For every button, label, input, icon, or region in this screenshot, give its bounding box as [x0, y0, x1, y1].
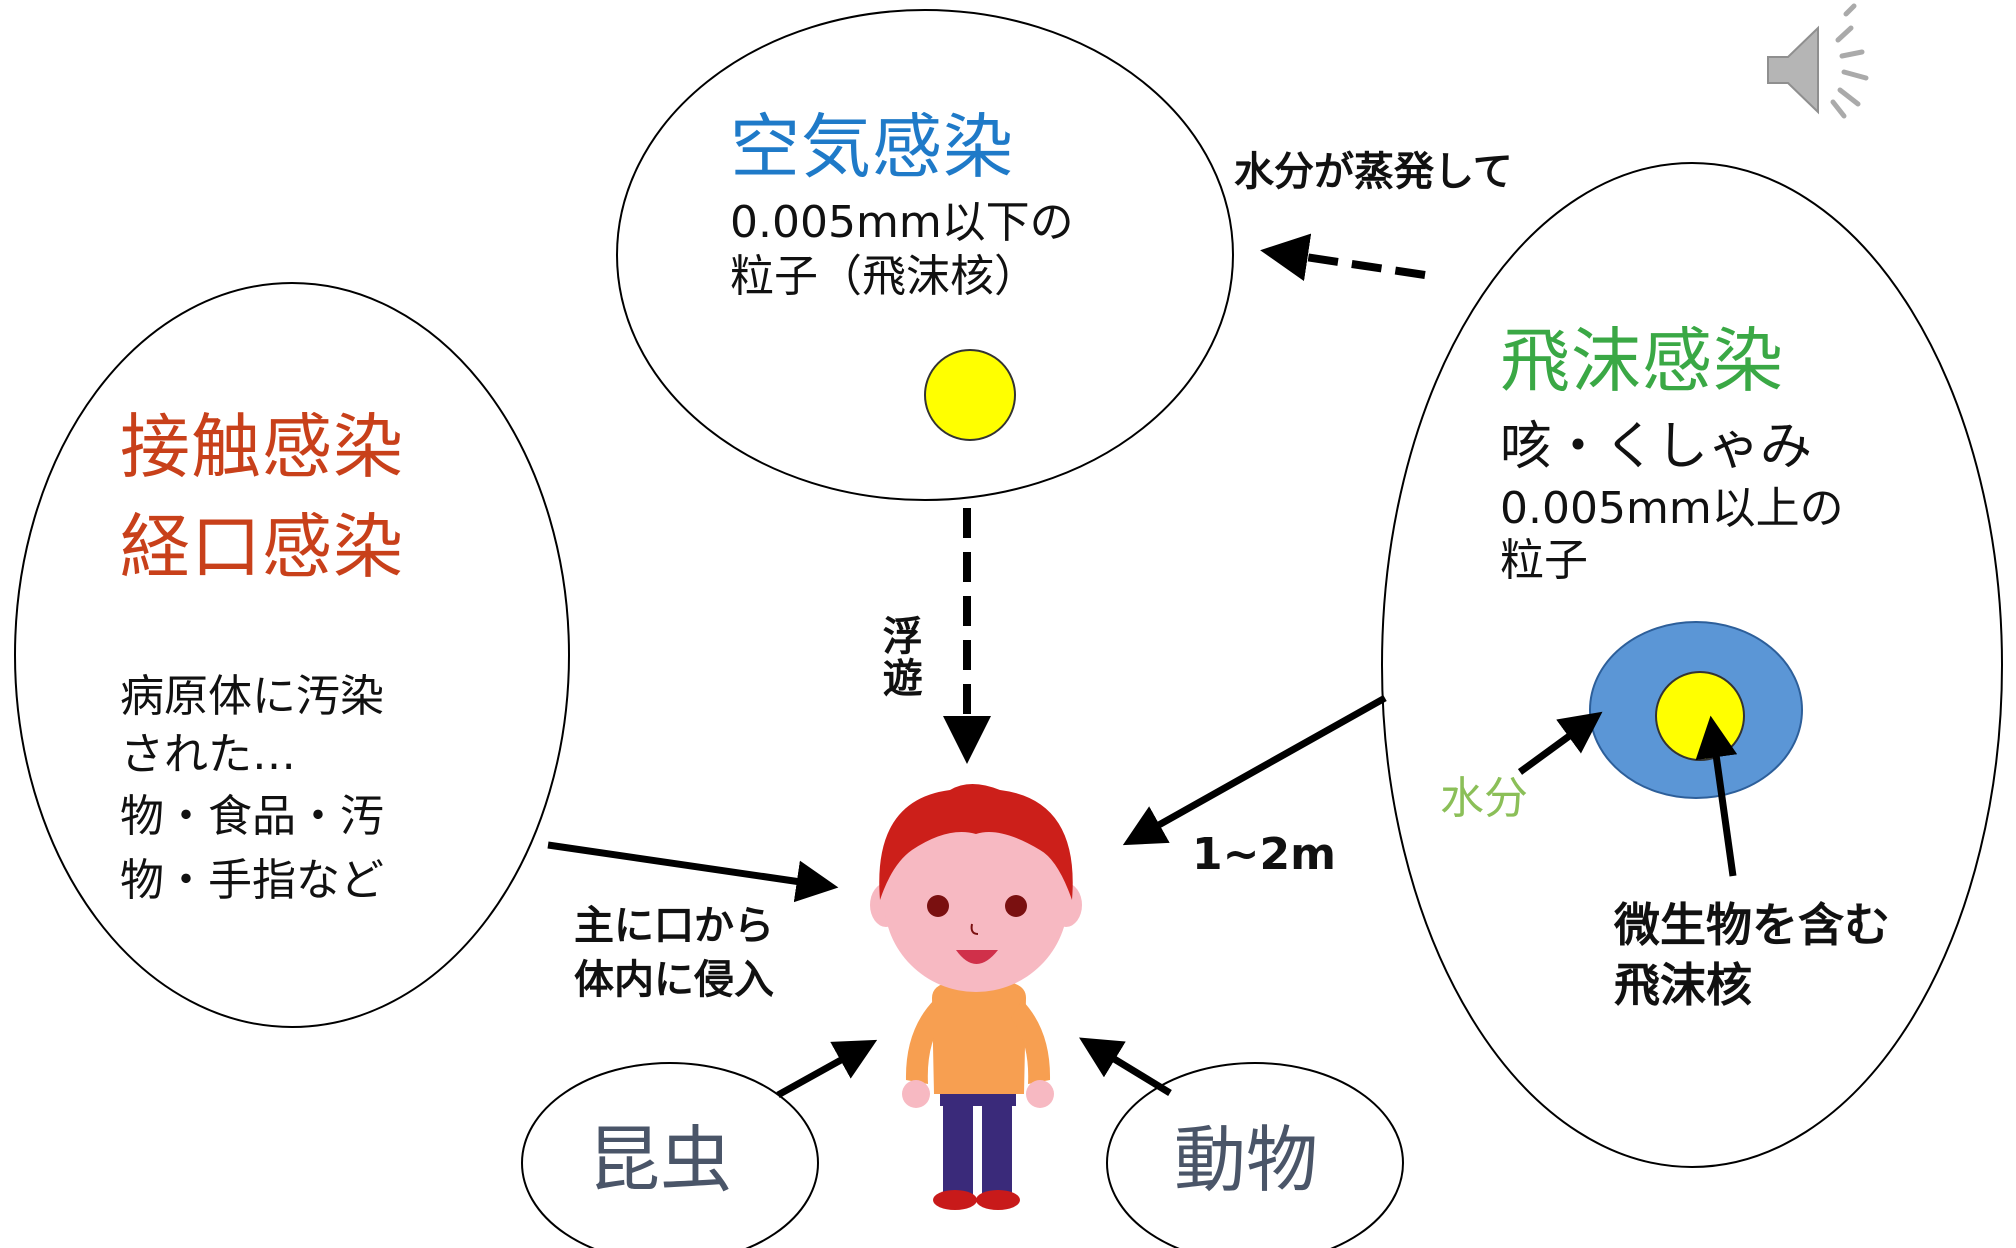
- moisture-pointer-arrow: [1517, 711, 1603, 775]
- animals-label: 動物: [1174, 1118, 1319, 1202]
- airborne-particle-text: 粒子（飛沫核）: [730, 251, 1038, 302]
- contact-body-line4: 物・手指など: [120, 855, 384, 906]
- insects-ellipse: [521, 1062, 819, 1248]
- insects-to-person-arrow: [776, 1039, 878, 1099]
- airborne-size-text: 0.005mm以下の: [730, 197, 1074, 248]
- contact-body-line2: された…: [120, 729, 296, 780]
- entry-label-line2: 体内に侵入: [574, 957, 774, 1003]
- droplet-cause-text: 咳・くしゃみ: [1500, 417, 1813, 477]
- evaporation-dashed-arrow: [1260, 233, 1426, 282]
- distance-label: 1~2m: [1192, 829, 1336, 880]
- animals-ellipse: [1106, 1062, 1404, 1248]
- contact-body-line1: 病原体に汚染: [120, 671, 384, 722]
- airborne-ellipse: [616, 9, 1234, 501]
- airborne-title: 空気感染: [730, 106, 1014, 188]
- speaker-icon[interactable]: [1767, 3, 1869, 119]
- contact-to-person-arrow: [547, 841, 839, 903]
- nucleus-label-line1: 微生物を含む: [1614, 898, 1890, 952]
- nucleus-pointer-arrow: [1695, 715, 1738, 877]
- entry-label-line1: 主に口から: [574, 903, 774, 949]
- animals-to-person-arrow: [1079, 1037, 1172, 1096]
- insects-label: 昆虫: [588, 1118, 733, 1202]
- floating-label: 浮遊: [875, 615, 922, 699]
- evaporation-label: 水分が蒸発して: [1234, 149, 1513, 195]
- contact-ellipse: [14, 282, 570, 1028]
- person-illustration: [870, 784, 1082, 1210]
- droplet-nucleus-particle: [924, 349, 1016, 441]
- moisture-label: 水分: [1440, 773, 1528, 824]
- oral-title: 経口感染: [120, 506, 404, 588]
- contact-title: 接触感染: [120, 406, 404, 488]
- droplet-core-particle: [1655, 671, 1745, 761]
- droplet-to-person-arrow: [1122, 694, 1387, 846]
- contact-body-line3: 物・食品・汚: [120, 791, 384, 842]
- droplet-particle-text: 粒子: [1500, 535, 1588, 586]
- nucleus-label-line2: 飛沫核: [1614, 958, 1752, 1012]
- droplet-size-text: 0.005mm以上の: [1500, 483, 1844, 534]
- droplet-title: 飛沫感染: [1500, 320, 1784, 402]
